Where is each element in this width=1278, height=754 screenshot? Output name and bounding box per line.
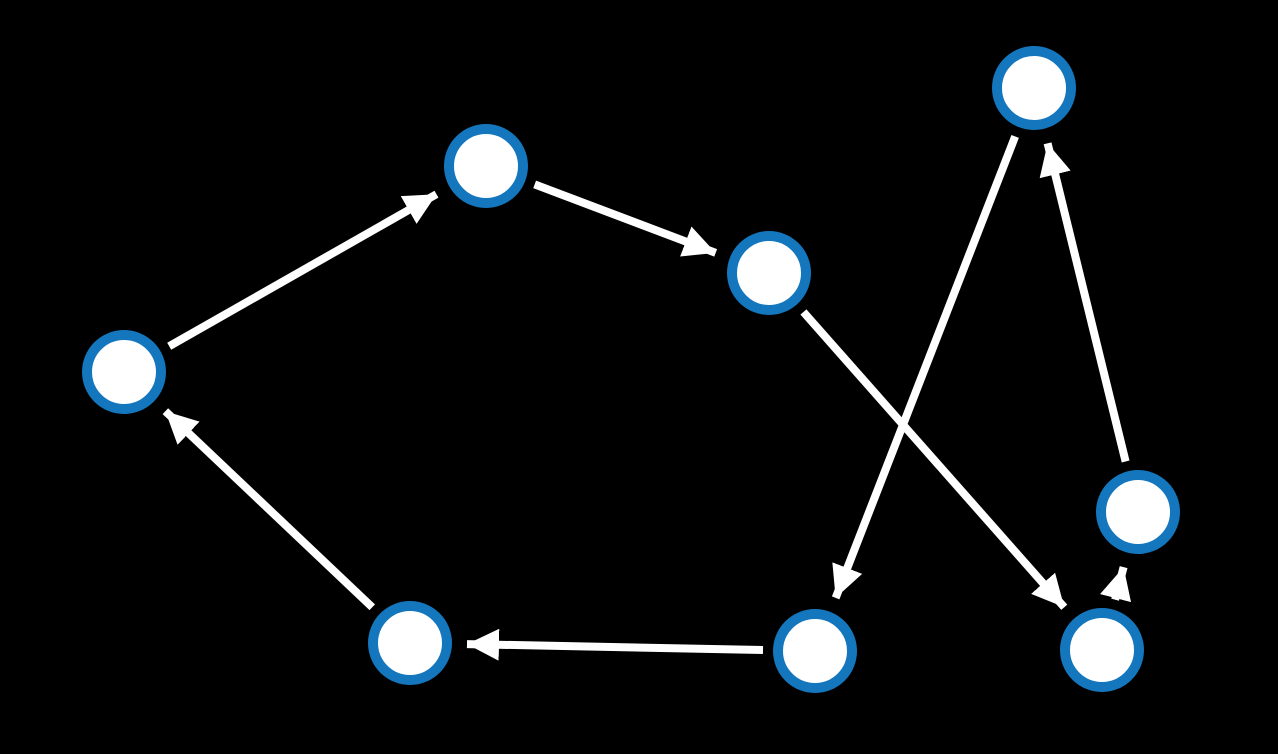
edge-n3-n8 (800, 309, 1068, 610)
edge-n8-n5 (1100, 566, 1132, 603)
edges-layer (162, 135, 1132, 661)
graph-node-n3 (727, 231, 811, 315)
nodes-layer (82, 46, 1180, 693)
graph-node-n8 (1060, 608, 1144, 692)
graph-node-n7 (773, 609, 857, 693)
edge-n5-n1 (1039, 142, 1130, 463)
graph-node-n5 (1096, 470, 1180, 554)
edge-n1-n7 (831, 135, 1019, 600)
edge-n7-n6 (466, 628, 764, 661)
graph-node-n1 (992, 46, 1076, 130)
graph-node-n4 (82, 330, 166, 414)
edge-n2-n3 (533, 180, 718, 257)
edge-n4-n2 (167, 190, 439, 350)
edge-n6-n4 (162, 408, 376, 611)
graph-node-n2 (444, 124, 528, 208)
graph-node-n6 (368, 601, 452, 685)
